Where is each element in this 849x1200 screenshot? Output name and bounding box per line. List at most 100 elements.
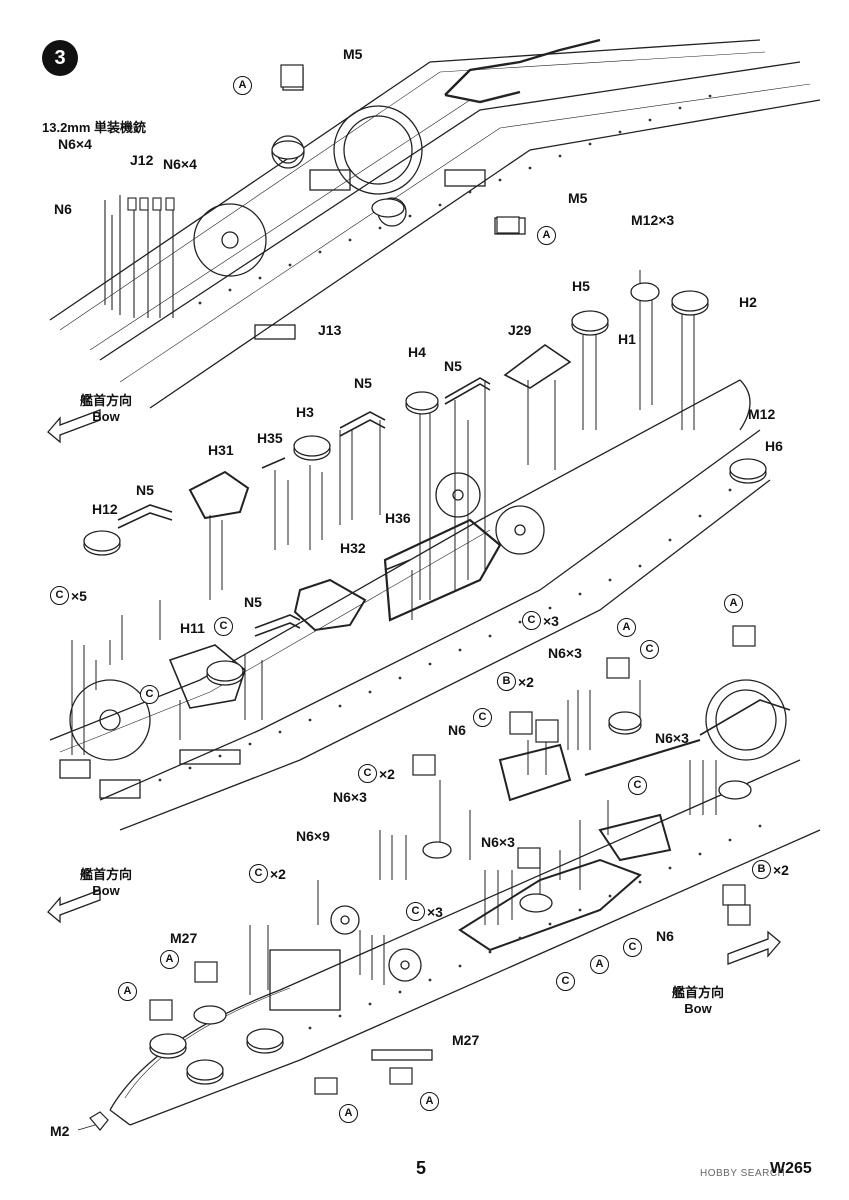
bow-en: Bow: [92, 409, 120, 424]
middle-platforms: [83, 140, 767, 686]
lower-platforms: [149, 711, 752, 1085]
label-n6x3-a: N6×3: [548, 645, 582, 661]
label-h3: H3: [296, 404, 314, 420]
callout-c-r3: C: [628, 776, 647, 795]
bow-direction-2: 艦首方向 Bow: [80, 864, 132, 898]
label-h11: H11: [180, 620, 205, 636]
bow-jp: 艦首方向: [672, 985, 725, 1000]
page-number: 5: [416, 1158, 427, 1178]
watermark: HOBBY SEARCH: [700, 1168, 786, 1179]
gun-mounts: [149, 64, 756, 1095]
lower-leaders: [249, 680, 717, 995]
label-m12: M12: [748, 406, 776, 422]
callout-c-x3-b: C×3: [406, 902, 443, 921]
m2-part: [77, 1111, 109, 1131]
callout-c-r1: C: [640, 640, 659, 659]
label-j13: J13: [318, 322, 342, 338]
label-n5-c: N5: [136, 482, 154, 498]
callout-c-r2: C: [473, 708, 492, 727]
label-h36: H36: [385, 510, 411, 526]
bow-jp: 艦首方向: [80, 867, 133, 882]
qty: ×3: [543, 612, 559, 629]
label-n6x4: N6×4: [58, 136, 92, 152]
circled-b: B: [752, 860, 771, 879]
callout-a-6: A: [590, 955, 609, 974]
callout-a-7: A: [118, 982, 137, 1001]
label-m2: M2: [50, 1123, 70, 1139]
circled-c: C: [358, 764, 377, 783]
upper-left-guns: [104, 195, 175, 318]
callout-c-x5: C×5: [50, 586, 87, 605]
label-m12x3: M12×3: [631, 212, 675, 228]
qty: ×2: [379, 765, 395, 782]
label-h35: H35: [257, 430, 283, 446]
label-n5-a: N5: [444, 358, 462, 374]
label-h1: H1: [618, 331, 636, 347]
lower-portholes: [278, 824, 762, 1042]
callout-c-left: C: [140, 685, 159, 704]
middle-leaders: [71, 270, 695, 755]
label-n6x9: N6×9: [296, 828, 330, 844]
bow-direction-1: 艦首方向 Bow: [80, 390, 132, 424]
label-h31: H31: [208, 442, 234, 458]
label-n6-right: N6: [656, 928, 674, 944]
label-n6x3-d: N6×3: [481, 834, 515, 850]
callout-c-x3: C×3: [522, 611, 559, 630]
callout-c-x2-b: C×2: [249, 864, 286, 883]
callout-a-8: A: [420, 1092, 439, 1111]
callout-a-9: A: [339, 1104, 358, 1123]
label-h6: H6: [765, 438, 783, 454]
label-n6-mid: N6: [448, 722, 466, 738]
bow-arrows: [47, 409, 781, 965]
lower-hull: [109, 679, 821, 1126]
callout-a-3: A: [724, 594, 743, 613]
label-h4: H4: [408, 344, 426, 360]
bow-direction-3: 艦首方向 Bow: [672, 982, 724, 1016]
circled-c: C: [406, 902, 425, 921]
qty: ×5: [71, 587, 87, 604]
label-m5-right: M5: [568, 190, 588, 206]
qty: ×2: [518, 673, 534, 690]
middle-portholes: [158, 488, 732, 782]
circled-c: C: [249, 864, 268, 883]
label-h32: H32: [340, 540, 366, 556]
circled-b: B: [497, 672, 516, 691]
bow-jp: 艦首方向: [80, 393, 133, 408]
callout-a-5: A: [160, 950, 179, 969]
callout-c-mid: C: [214, 617, 233, 636]
label-n6x4-b: N6×4: [163, 156, 197, 172]
qty: ×2: [270, 865, 286, 882]
upper-hull: [49, 38, 821, 409]
label-j12: J12: [130, 152, 154, 168]
kit-code: W265: [770, 1160, 812, 1177]
railings: [117, 344, 572, 637]
callout-c-r5: C: [556, 972, 575, 991]
label-h12: H12: [92, 501, 118, 517]
callout-a-1: A: [233, 76, 252, 95]
upper-portholes: [198, 94, 712, 305]
callout-a-4: A: [617, 618, 636, 637]
label-n6x3-b: N6×3: [655, 730, 689, 746]
callout-a-2: A: [537, 226, 556, 245]
callout-c-r4: C: [623, 938, 642, 957]
label-m27-a: M27: [170, 930, 198, 946]
label-h5: H5: [572, 278, 590, 294]
callout-c-x2-a: C×2: [358, 764, 395, 783]
qty: ×3: [427, 903, 443, 920]
step-number-badge: 3: [42, 40, 78, 76]
callout-b-x2-a: B×2: [497, 672, 534, 691]
middle-hull: [49, 379, 771, 831]
label-n6x3-c: N6×3: [333, 789, 367, 805]
bow-en: Bow: [684, 1001, 712, 1016]
bow-en: Bow: [92, 883, 120, 898]
gun-note: 13.2mm 単装機銃: [42, 120, 147, 135]
label-h2: H2: [739, 294, 757, 310]
callout-b-x2-b: B×2: [752, 860, 789, 879]
label-n5-d: N5: [244, 594, 262, 610]
label-m5-top: M5: [343, 46, 363, 62]
label-j29: J29: [508, 322, 532, 338]
circled-c: C: [522, 611, 541, 630]
circled-c: C: [50, 586, 69, 605]
qty: ×2: [773, 861, 789, 878]
